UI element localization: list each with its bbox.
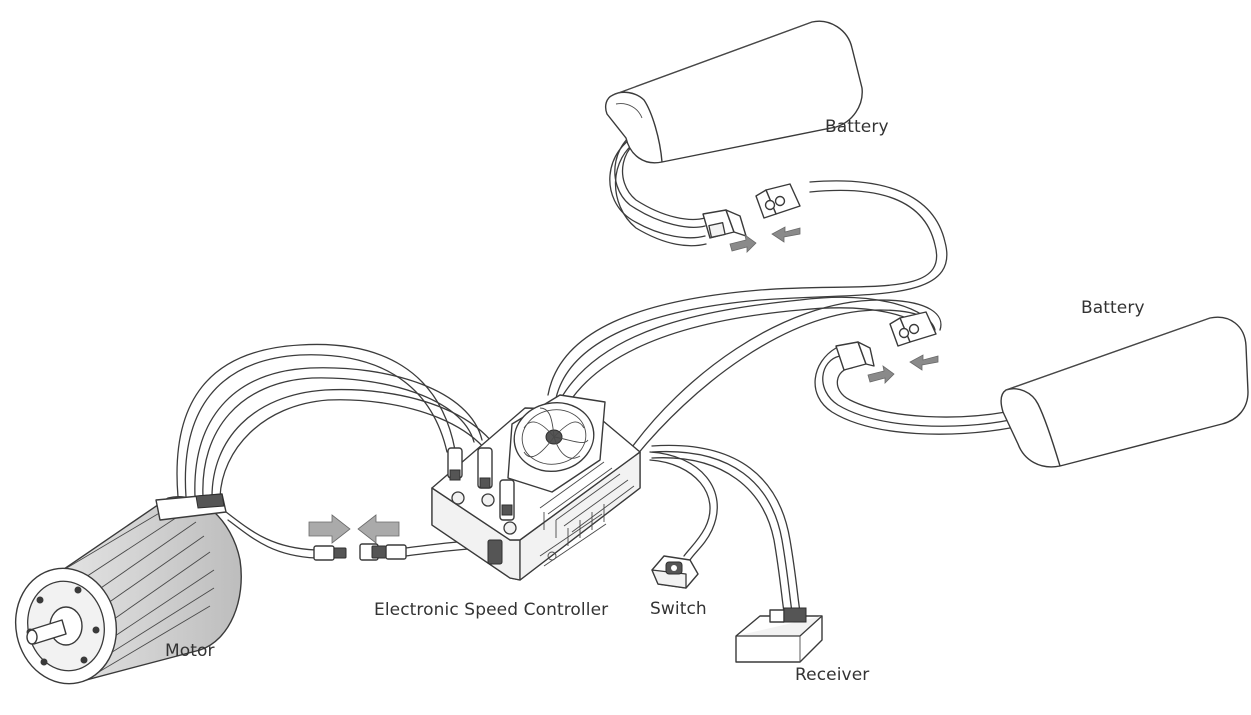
esc-terminals xyxy=(447,447,517,535)
battery-right-connector-icon xyxy=(835,341,875,371)
battery-top-icon xyxy=(604,20,863,164)
receiver-lead xyxy=(651,444,801,613)
motor-label: Motor xyxy=(165,641,215,661)
switch-label: Switch xyxy=(650,599,707,619)
sensor-plug-icon xyxy=(313,543,407,561)
receiver-label: Receiver xyxy=(795,665,870,685)
motor-icon xyxy=(14,493,242,685)
arrow-icon xyxy=(729,234,757,253)
arrow-icon xyxy=(308,514,351,544)
battery-right-label: Battery xyxy=(1081,298,1145,318)
switch-lead xyxy=(649,451,718,561)
arrow-icon xyxy=(771,226,801,243)
arrow-icon xyxy=(867,365,895,384)
receiver-icon xyxy=(735,607,823,663)
esc-label: Electronic Speed Controller xyxy=(374,600,609,620)
battery-right-leads xyxy=(814,347,1011,435)
battery-top-label: Battery xyxy=(825,117,889,137)
connection-arrows xyxy=(308,226,939,544)
esc-top-connector-icon xyxy=(755,183,801,219)
esc-icon xyxy=(431,394,641,581)
battery-top-connector-icon xyxy=(702,209,747,239)
arrow-icon xyxy=(357,514,400,544)
arrow-icon xyxy=(909,354,939,371)
motor-phase-wires xyxy=(176,343,513,498)
esc-power-leads-top xyxy=(547,180,948,405)
switch-icon xyxy=(651,555,699,589)
esc-right-connector-icon xyxy=(889,311,937,347)
battery-right-icon xyxy=(1000,316,1249,468)
